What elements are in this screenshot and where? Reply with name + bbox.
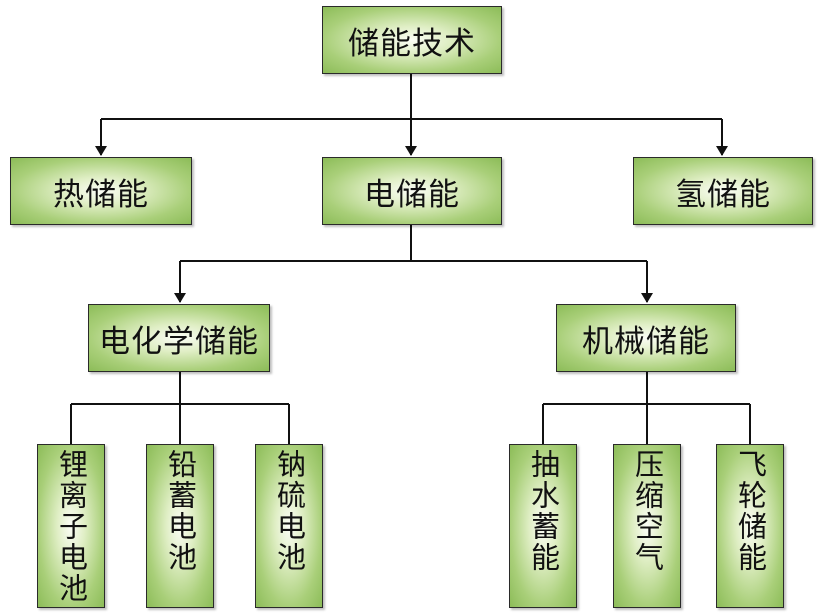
node-pumped-hydro-storage: 抽水蓄能: [509, 444, 577, 608]
node-compressed-air: 压缩空气: [613, 444, 681, 608]
node-electric-storage: 电储能: [322, 157, 502, 225]
node-energy-storage-technology: 储能技术: [322, 6, 502, 74]
node-thermal-storage: 热储能: [10, 157, 192, 225]
node-flywheel-storage: 飞轮储能: [716, 444, 784, 608]
node-mechanical-storage: 机械储能: [556, 304, 736, 372]
node-sodium-sulfur-battery: 钠硫电池: [255, 444, 323, 608]
node-lead-acid-battery: 铅蓄电池: [146, 444, 214, 608]
node-hydrogen-storage: 氢储能: [633, 157, 813, 225]
node-electrochemical-storage: 电化学储能: [88, 304, 270, 372]
node-lithium-ion-battery: 锂离子电池: [37, 444, 105, 608]
